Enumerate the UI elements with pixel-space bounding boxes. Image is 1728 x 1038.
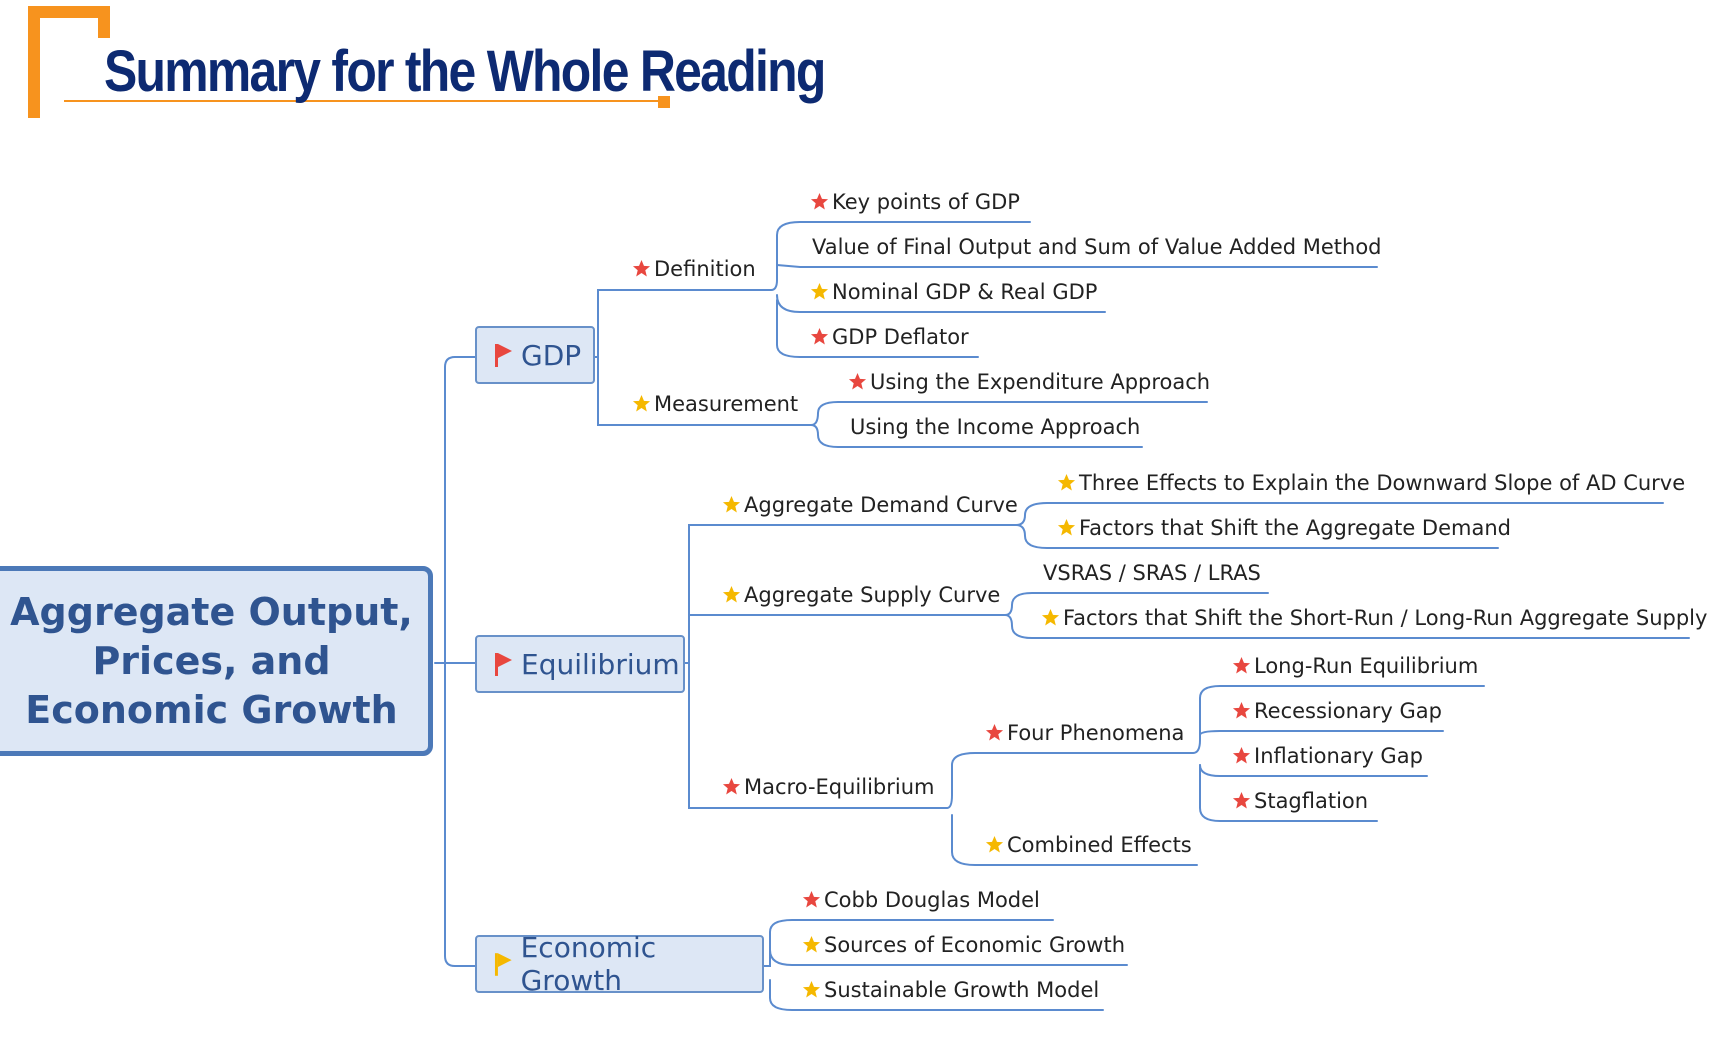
leaf-vsras-sras-lras: VSRAS / SRAS / LRAS [1043,560,1261,586]
subtopic-label: Macro-Equilibrium [744,775,935,799]
leaf-label: Recessionary Gap [1254,699,1442,723]
leaf-value-added-method: Value of Final Output and Sum of Value A… [812,234,1382,260]
root-topic-line1: Aggregate Output, [10,589,413,634]
gold-star-icon [1057,473,1076,491]
leaf-sources-of-growth: Sources of Economic Growth [802,932,1125,958]
leaf-label: Nominal GDP & Real GDP [832,280,1098,304]
gold-star-icon [802,980,821,998]
title-bracket [28,6,670,118]
red-star-icon [1232,701,1251,719]
leaf-label: Inflationary Gap [1254,744,1423,768]
leaf-label: Sources of Economic Growth [824,933,1126,957]
leaf-label: Factors that Shift the Aggregate Demand [1079,516,1511,540]
topic-economic-growth-label: Economic Growth [520,931,657,997]
subtopic-definition-label: Definition [654,257,756,281]
red-star-icon [632,259,651,277]
gold-star-icon [1057,518,1076,536]
leaf-three-effects: Three Effects to Explain the Downward Sl… [1057,470,1685,496]
leaf-key-points-of-gdp: Key points of GDP [810,189,1020,215]
gold-flag-icon [494,953,512,976]
gold-star-icon [810,282,829,300]
gold-star-icon [1041,608,1060,626]
red-star-icon [802,890,821,908]
root-topic-line2: Prices, and [92,638,331,683]
leaf-factors-shift-as: Factors that Shift the Short-Run / Long-… [1041,605,1707,631]
leaf-cobb-douglas-model: Cobb Douglas Model [802,887,1040,913]
subtopic-label: Aggregate Demand Curve [744,493,1018,517]
leaf-gdp-deflator: GDP Deflator [810,324,969,350]
leaf-expenditure-approach: Using the Expenditure Approach [848,369,1210,395]
leaf-label: Key points of GDP [832,190,1020,214]
topic-economic-growth: Economic Growth [475,931,764,997]
leaf-nominal-real-gdp: Nominal GDP & Real GDP [810,279,1097,305]
red-flag-icon [495,344,512,367]
subtopic-label: Aggregate Supply Curve [744,583,1001,607]
leaf-label: Value of Final Output and Sum of Value A… [812,235,1382,259]
leaf-combined-effects: Combined Effects [985,832,1192,858]
subtopic-measurement-label: Measurement [654,392,799,416]
leaf-recessionary-gap: Recessionary Gap [1232,698,1442,724]
red-flag-icon [495,653,512,676]
red-star-icon [810,327,829,345]
subtopic-aggregate-demand-curve: Aggregate Demand Curve [722,492,1018,518]
red-star-icon [1232,656,1251,674]
gold-star-icon [802,935,821,953]
topic-equilibrium-label: Equilibrium [521,647,680,681]
leaf-label: VSRAS / SRAS / LRAS [1043,561,1261,585]
leaf-label: Sustainable Growth Model [824,978,1100,1002]
leaf-label: Stagflation [1254,789,1369,813]
leaf-stagflation: Stagflation [1232,788,1368,814]
leaf-label: Long-Run Equilibrium [1254,654,1479,678]
root-topic-line3: Economic Growth [25,687,398,732]
red-star-icon [985,723,1004,741]
leaf-label: Combined Effects [1007,833,1192,857]
red-star-icon [1232,791,1251,809]
leaf-label: Using the Expenditure Approach [870,370,1211,394]
leaf-sustainable-growth-model: Sustainable Growth Model [802,977,1099,1003]
leaf-label: Using the Income Approach [850,415,1141,439]
red-star-icon [1232,746,1251,764]
gold-star-icon [722,495,741,513]
leaf-label: Three Effects to Explain the Downward Sl… [1079,471,1686,495]
leaf-label: Factors that Shift the Short-Run / Long-… [1063,606,1708,630]
red-star-icon [810,192,829,210]
red-star-icon [848,372,867,390]
page-title: Summary for the Whole Reading [104,39,826,104]
subtopic-four-phenomena: Four Phenomena [985,720,1184,746]
leaf-label: Cobb Douglas Model [824,888,1040,912]
leaf-label: GDP Deflator [832,325,969,349]
topic-equilibrium: Equilibrium [475,635,685,693]
gold-star-icon [985,835,1004,853]
leaf-inflationary-gap: Inflationary Gap [1232,743,1423,769]
gold-star-icon [722,585,741,603]
gold-star-icon [632,394,651,412]
red-star-icon [722,777,741,795]
subtopic-label: Four Phenomena [1007,721,1185,745]
subtopic-measurement: Measurement [632,391,798,417]
leaf-long-run-equilibrium: Long-Run Equilibrium [1232,653,1478,679]
topic-gdp-label: GDP [521,338,582,372]
topic-gdp: GDP [475,326,595,384]
subtopic-aggregate-supply-curve: Aggregate Supply Curve [722,582,1000,608]
leaf-factors-shift-ad: Factors that Shift the Aggregate Demand [1057,515,1511,541]
root-topic: Aggregate Output, Prices, and Economic G… [0,566,433,756]
leaf-income-approach: Using the Income Approach [850,414,1140,440]
subtopic-definition: Definition [632,256,756,282]
subtopic-macro-equilibrium: Macro-Equilibrium [722,774,935,800]
